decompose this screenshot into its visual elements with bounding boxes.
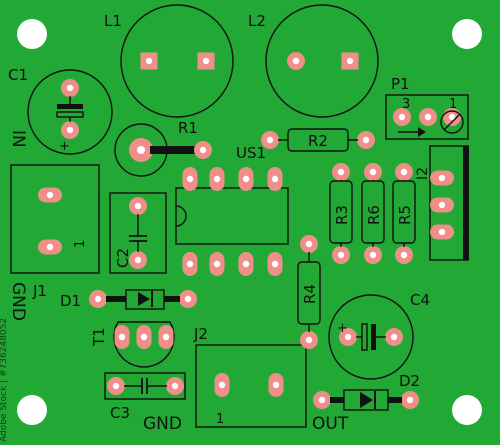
label-p1: P1 — [391, 75, 410, 93]
stock-watermark: Adobe Stock | #736248052 — [0, 318, 9, 442]
inductor-l2: L2 — [248, 4, 379, 118]
label-c1: C1 — [8, 66, 28, 84]
c4-plus: + — [337, 321, 348, 336]
p1-pin3: 3 — [402, 97, 410, 112]
label-t1: T1 — [90, 327, 108, 347]
potentiometer-p1: P1 3 1 — [385, 75, 469, 140]
ic-us1: US1 — [175, 144, 289, 276]
label-j1: J1 — [32, 282, 47, 300]
label-l1: L1 — [104, 12, 122, 30]
label-r3: R3 — [333, 205, 351, 225]
label-gnd-left: GND — [8, 282, 28, 321]
label-gnd-bottom: GND — [143, 414, 182, 434]
j1-pin1: 1 — [73, 240, 88, 248]
label-us1: US1 — [236, 144, 266, 162]
label-out: OUT — [312, 414, 349, 434]
resistor-r2: R2 — [261, 128, 375, 152]
mounting-hole-bottom-left — [17, 395, 47, 425]
label-r1: R1 — [178, 119, 198, 137]
connector-j2: J2 1 — [193, 325, 307, 428]
label-d1: D1 — [60, 292, 81, 310]
label-i2: I2 — [415, 167, 431, 180]
capacitor-c2: C2 — [109, 192, 167, 274]
diode-d2: D2 — [313, 372, 420, 411]
transistor-t1: T1 — [90, 321, 175, 368]
regulator-i2: I2 — [415, 145, 469, 261]
label-c3: C3 — [110, 404, 130, 422]
connector-j1: IN GND J1 1 — [8, 130, 100, 321]
label-r4: R4 — [301, 284, 319, 304]
mounting-hole-top-left — [17, 19, 47, 49]
label-r2: R2 — [308, 132, 328, 150]
capacitor-c1: + C1 — [8, 66, 113, 155]
label-l2: L2 — [248, 12, 266, 30]
diode-d1: D1 — [60, 289, 197, 310]
mounting-hole-bottom-right — [452, 395, 482, 425]
label-c4: C4 — [410, 291, 430, 309]
c1-plus: + — [59, 139, 70, 154]
capacitor-c3: C3 — [104, 372, 186, 422]
j2-pin1: 1 — [216, 412, 224, 427]
capacitor-c4: + C4 — [328, 291, 430, 380]
resistor-r4: R4 — [297, 235, 321, 349]
resistor-r1-trimmer: R1 — [114, 119, 212, 177]
resistor-r3: R3 — [329, 163, 353, 264]
mounting-hole-top-right — [452, 19, 482, 49]
p1-pin1: 1 — [449, 97, 457, 112]
resistor-r6: R6 — [361, 163, 385, 264]
inductor-l1: L1 — [104, 4, 234, 118]
label-r5: R5 — [396, 205, 414, 225]
label-d2: D2 — [399, 372, 420, 390]
label-c2: C2 — [114, 248, 132, 268]
label-r6: R6 — [365, 205, 383, 225]
label-in: IN — [8, 130, 28, 148]
label-j2: J2 — [193, 325, 208, 343]
resistor-r5: R5 — [392, 163, 416, 264]
